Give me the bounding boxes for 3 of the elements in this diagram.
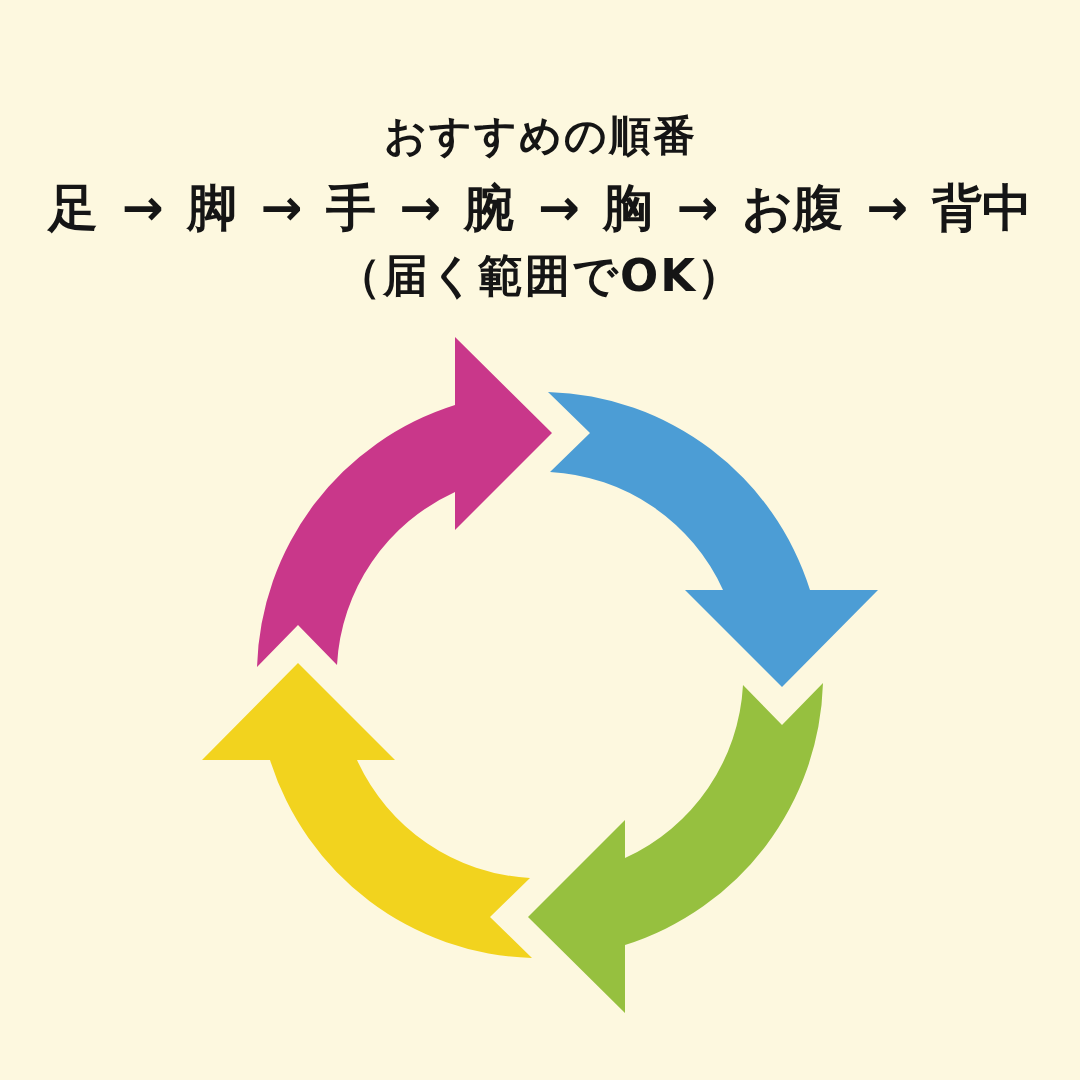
sequence-text: 足 → 脚 → 手 → 腕 → 胸 → お腹 → 背中: [48, 180, 1032, 238]
note-text: （届く範囲でOK）: [335, 250, 745, 302]
title: おすすめの順番: [383, 112, 697, 161]
